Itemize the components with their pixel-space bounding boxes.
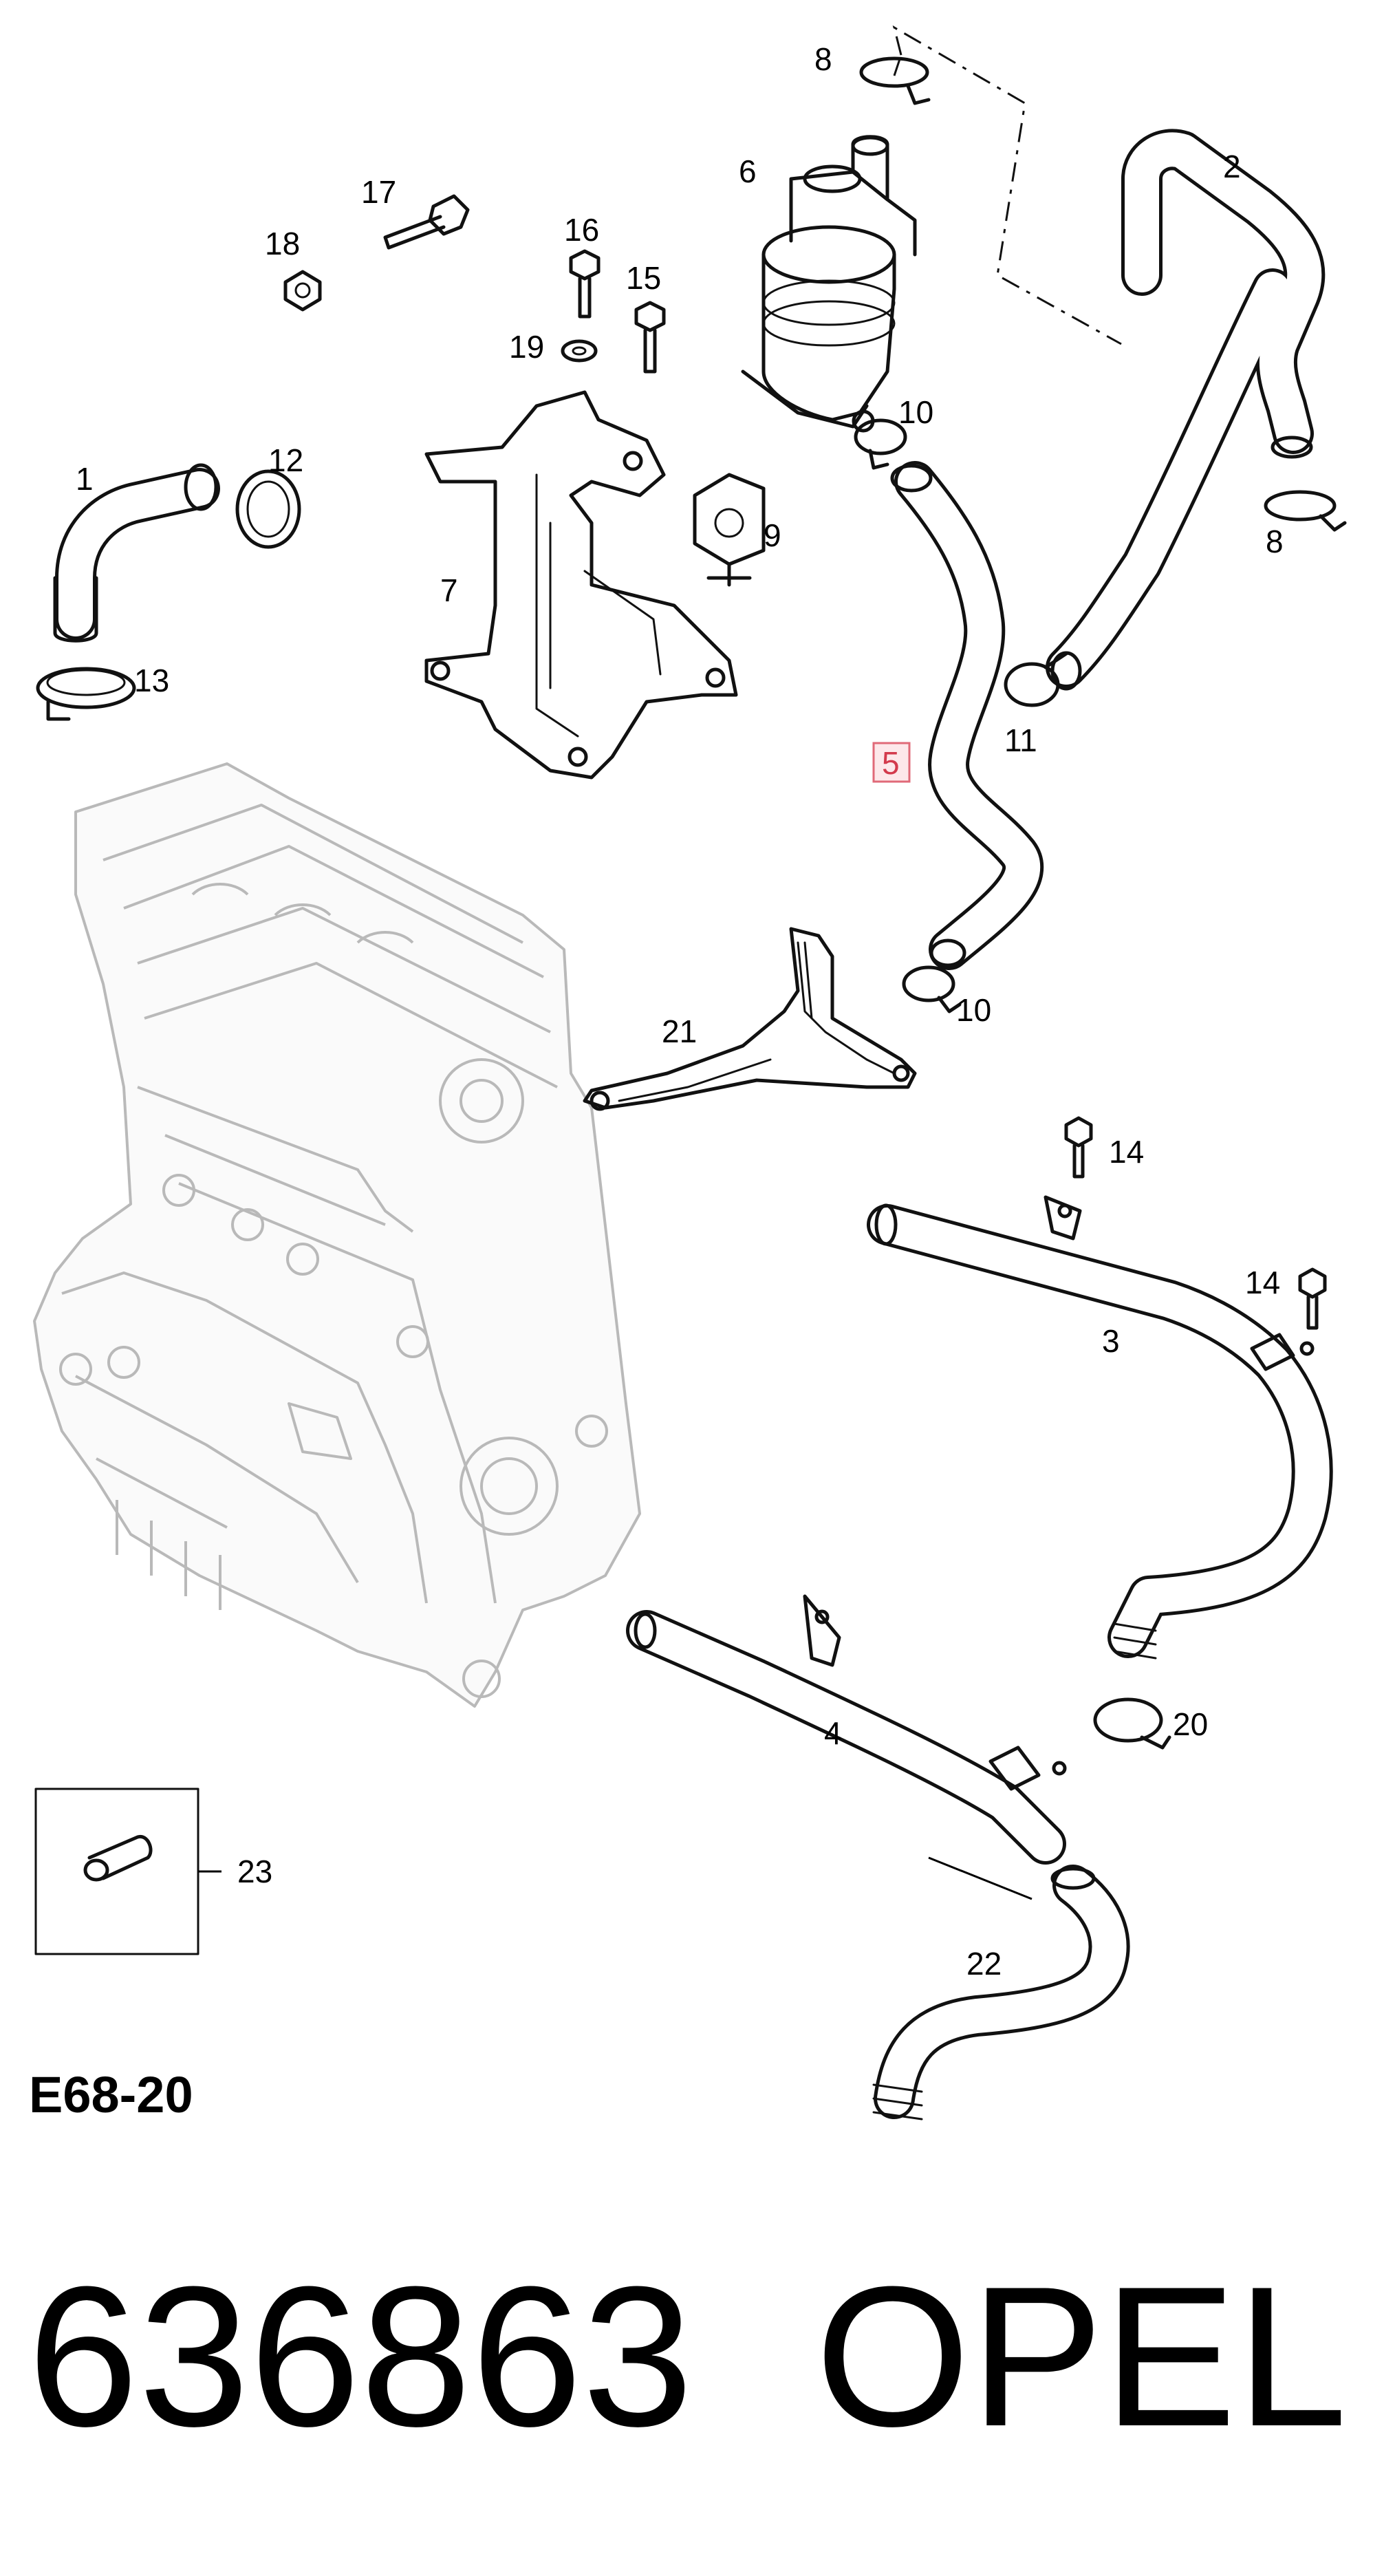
callout-leader-lines xyxy=(928,1856,1033,1900)
callout-5-highlight-box xyxy=(872,742,911,783)
callout-21: 21 xyxy=(662,1013,697,1049)
part-11-hose-clamp xyxy=(1004,652,1068,707)
callout-7: 7 xyxy=(440,572,458,608)
part-8-hose-clamp-top xyxy=(859,56,931,105)
part-21-heat-shield-bracket xyxy=(583,927,917,1111)
callout-12: 12 xyxy=(268,442,303,478)
part-10-hose-clamp-lower xyxy=(902,965,962,1013)
part-1-hose-elbow xyxy=(53,463,220,643)
part-5-coolant-hose xyxy=(890,461,1044,970)
part-2-coolant-hose xyxy=(1046,129,1326,691)
callout-1: 1 xyxy=(76,461,94,497)
callout-14-lower: 14 xyxy=(1245,1265,1280,1300)
callout-22: 22 xyxy=(966,1946,1002,1982)
part-4-coolant-pipe xyxy=(626,1594,1067,1865)
dashed-connection-line xyxy=(892,25,1122,345)
callout-11: 11 xyxy=(1004,722,1037,758)
callout-15: 15 xyxy=(626,260,661,296)
callout-16: 16 xyxy=(564,212,599,248)
part-19-washer xyxy=(561,339,598,363)
callout-2: 2 xyxy=(1223,149,1241,184)
callout-3: 3 xyxy=(1102,1323,1120,1359)
callout-20: 20 xyxy=(1173,1706,1208,1742)
callout-17: 17 xyxy=(361,174,396,210)
callout-23: 23 xyxy=(237,1854,272,1889)
part-7-mounting-bracket xyxy=(424,390,738,780)
part-16-bolt xyxy=(569,249,601,319)
callout-9: 9 xyxy=(764,517,781,553)
part-6-control-valve xyxy=(741,135,917,433)
part-15-bolt xyxy=(634,301,666,374)
callout-13: 13 xyxy=(134,663,169,698)
callout-10-lower: 10 xyxy=(956,992,991,1028)
part-20-hose-clamp xyxy=(1093,1697,1171,1750)
diagram-code: E68-20 xyxy=(29,2066,193,2123)
callout-6: 6 xyxy=(739,153,757,189)
part-14-bolt-upper xyxy=(1064,1116,1093,1179)
brand-name: OPEL xyxy=(815,2245,1348,2468)
callout-19: 19 xyxy=(509,329,544,365)
callout-10-upper: 10 xyxy=(898,394,933,430)
part-10-hose-clamp-upper xyxy=(854,418,907,470)
callout-labels: 1 2 3 4 6 7 8 8 9 10 10 11 12 13 14 14 1… xyxy=(76,41,1284,1982)
part-9-retaining-clip xyxy=(693,473,766,587)
callout-4: 4 xyxy=(824,1715,842,1751)
part-13-hose-clamp xyxy=(36,667,136,721)
part-12-hose-clamp xyxy=(235,469,301,549)
engine-block-illustration xyxy=(33,762,641,1708)
callout-14-upper: 14 xyxy=(1109,1134,1144,1170)
part-22-coolant-hose xyxy=(872,1865,1130,2121)
part-18-nut xyxy=(283,270,322,312)
callout-5-highlighted[interactable]: 5 xyxy=(882,745,900,781)
part-17-bolt xyxy=(383,194,470,250)
part-number: 636863 xyxy=(28,2245,693,2468)
callout-8-right: 8 xyxy=(1266,524,1284,559)
part-8-hose-clamp-right xyxy=(1264,490,1347,532)
part-14-bolt-lower xyxy=(1298,1267,1327,1330)
part-3-coolant-pipe xyxy=(867,1195,1333,1660)
callout-8-top: 8 xyxy=(814,41,832,77)
part-23-inset-box xyxy=(34,1788,221,1955)
callout-18: 18 xyxy=(265,226,300,261)
